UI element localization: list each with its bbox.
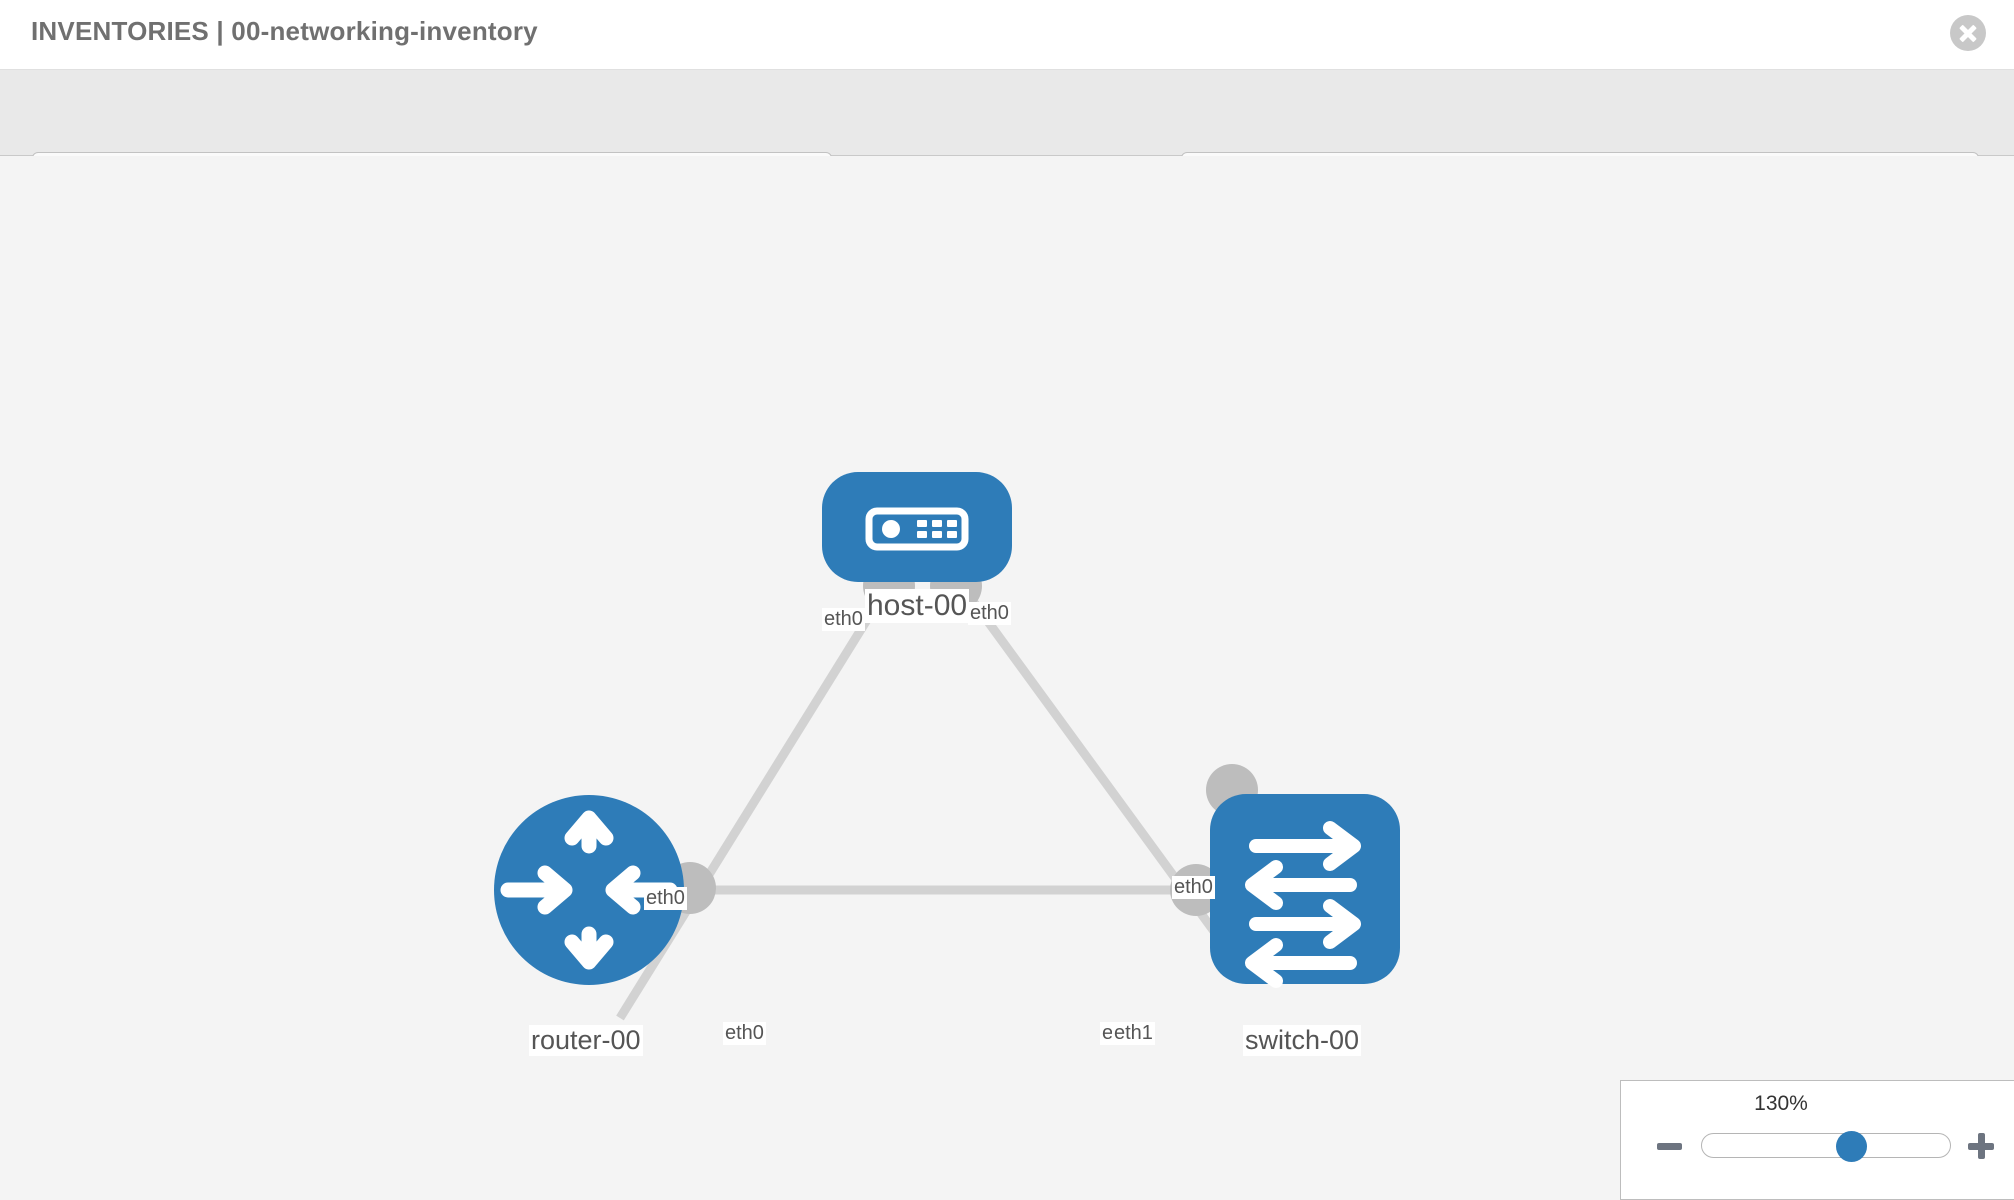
topology-graph [494, 472, 1400, 1021]
node-label-switch-00: switch-00 [1243, 1025, 1362, 1056]
zoom-out-button[interactable] [1657, 1143, 1682, 1150]
topology-edges [616, 583, 1236, 1021]
zoom-level-value: 130% [1754, 1092, 1808, 1115]
edge-label-host-left: eth0 [822, 608, 865, 631]
edge-label-host-right: eth0 [968, 602, 1011, 625]
page-header: INVENTORIES | 00-networking-inventory [0, 0, 2014, 70]
edge-label-switch-up: eth0 [1172, 876, 1215, 899]
node-label-router-00: router-00 [529, 1025, 643, 1056]
zoom-control-panel: 130% [1620, 1080, 2014, 1200]
zoom-slider-track[interactable] [1701, 1133, 1951, 1158]
node-host-00[interactable] [822, 472, 1012, 582]
page-title: INVENTORIES | 00-networking-inventory [31, 16, 538, 46]
close-icon[interactable] [1950, 15, 1986, 51]
topology-canvas[interactable]: host-00 router-00 switch-00 eth0 eth0 et… [0, 156, 2014, 1200]
edge-label-switch-left-b: eth1 [1112, 1022, 1155, 1045]
edge-host-router[interactable] [616, 583, 892, 1021]
zoom-in-button[interactable] [1968, 1133, 1994, 1159]
zoom-slider-handle[interactable] [1836, 1131, 1867, 1162]
edge-label-router-up: eth0 [644, 887, 687, 910]
edge-label-router-right: eth0 [723, 1022, 766, 1045]
toolbar: ACTIONS SEARCH [0, 70, 2014, 204]
node-label-host-00: host-00 [865, 589, 970, 623]
node-switch-00[interactable] [1210, 794, 1400, 988]
